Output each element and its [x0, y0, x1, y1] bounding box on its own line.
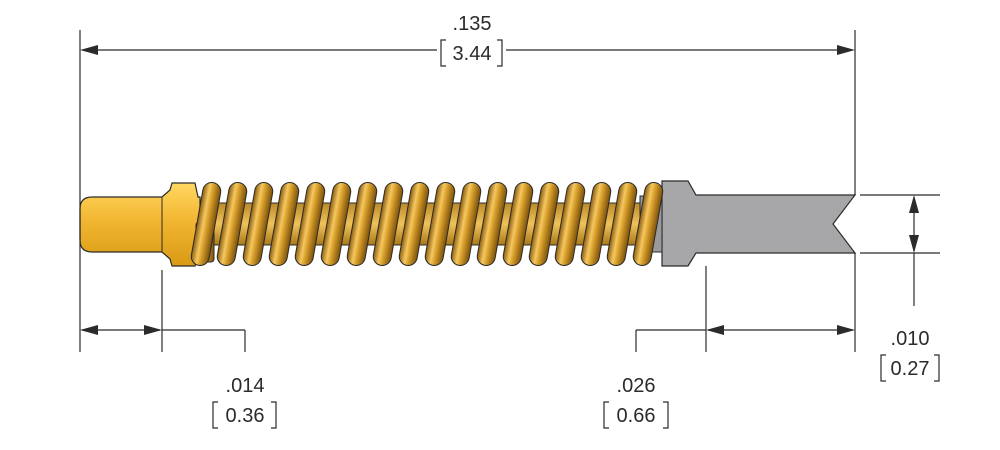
- spring-coil: [268, 182, 300, 266]
- spring-coil: [476, 182, 508, 266]
- tip-height-mm: 0.27: [891, 358, 930, 380]
- spring-coil: [372, 182, 404, 266]
- barrel-body: [79, 182, 201, 267]
- spring-coil: [606, 182, 638, 266]
- tip-height-label: .010 0.27: [880, 328, 940, 382]
- spring-coil: [580, 182, 612, 266]
- plunger-body: [661, 180, 857, 267]
- left-offset-label: .014 0.36: [212, 375, 277, 429]
- spring-coil: [242, 182, 274, 266]
- spring-coil: [632, 182, 664, 266]
- spring-coil: [502, 182, 534, 266]
- spring-coil: [424, 182, 456, 266]
- spring-coil: [190, 182, 222, 266]
- left-offset-mm: 0.36: [226, 405, 265, 427]
- spring-coil: [320, 182, 352, 266]
- right-offset-inch: .026: [617, 375, 656, 397]
- spring-coil: [216, 182, 248, 266]
- spring-coil: [398, 182, 430, 266]
- probe-part: [79, 180, 857, 267]
- spring-coil: [346, 182, 378, 266]
- tip-height-inch: .010: [891, 328, 930, 350]
- left-offset-inch: .014: [226, 375, 265, 397]
- dimension-lines: [79, 30, 940, 352]
- spring-coil: [528, 182, 560, 266]
- right-offset-mm: 0.66: [617, 405, 656, 427]
- spring-coils: [190, 182, 664, 266]
- overall-length-mm: 3.44: [453, 43, 492, 65]
- spring-coil: [450, 182, 482, 266]
- overall-length-inch: .135: [453, 13, 492, 35]
- right-offset-label: .026 0.66: [603, 375, 669, 429]
- overall-length-label: .135 3.44: [440, 13, 503, 67]
- spring-coil: [554, 182, 586, 266]
- spring-coil: [294, 182, 326, 266]
